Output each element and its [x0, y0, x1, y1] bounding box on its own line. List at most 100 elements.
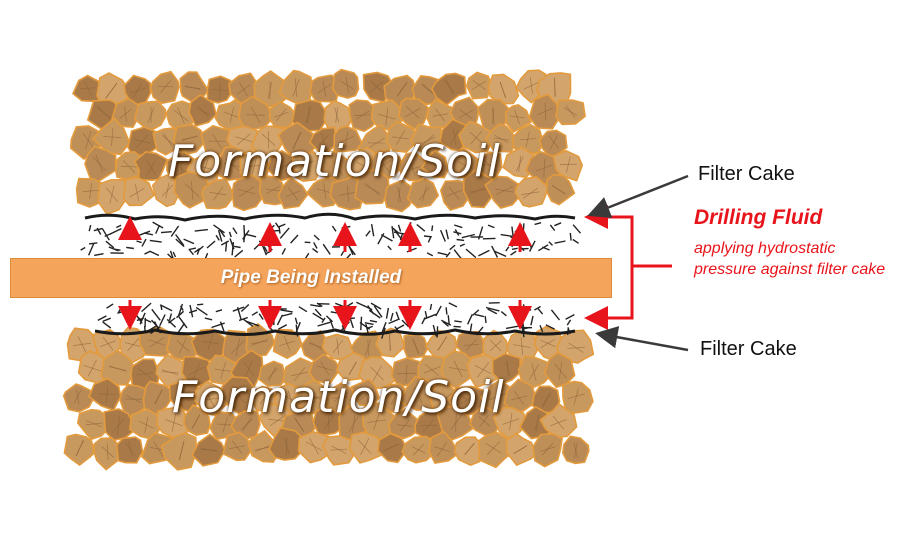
- soil-grain-facet: [298, 160, 314, 169]
- soil-grain-facet: [494, 134, 509, 144]
- soil-grain: [503, 378, 538, 413]
- fluid-particle: [231, 241, 235, 256]
- soil-grain-facet: [303, 396, 321, 399]
- fluid-particle: [234, 249, 244, 258]
- soil-grain-facet: [200, 397, 220, 401]
- soil-grain: [308, 353, 342, 385]
- soil-grain-facet: [373, 412, 380, 431]
- soil-grain: [556, 329, 595, 364]
- fluid-particle: [373, 305, 383, 318]
- soil-grain-facet: [209, 192, 227, 196]
- fluid-particle: [195, 306, 208, 316]
- soil-grain: [237, 95, 276, 133]
- soil-grain: [93, 437, 122, 471]
- soil-grain-facet: [276, 108, 287, 122]
- fluid-particle: [445, 251, 451, 258]
- soil-grain-facet: [330, 448, 348, 451]
- soil-grain-facet: [111, 128, 114, 146]
- soil-grain-facet: [513, 445, 528, 455]
- fluid-particle: [500, 233, 513, 237]
- fluid-particle: [465, 248, 477, 259]
- fluid-particle: [377, 233, 385, 245]
- fluid-particle: [431, 225, 434, 232]
- fluid-particle: [530, 315, 534, 326]
- soil-grain-facet: [332, 396, 348, 399]
- soil-grain-facet: [316, 188, 333, 194]
- fluid-particle: [220, 240, 230, 246]
- soil-grain: [291, 151, 321, 183]
- pipe-being-installed: Pipe Being Installed: [10, 258, 612, 298]
- fluid-particle: [213, 224, 225, 234]
- soil-grain-facet: [137, 368, 153, 380]
- soil-grain-facet: [364, 184, 381, 195]
- soil-grain: [133, 150, 169, 182]
- soil-grain: [91, 117, 131, 156]
- soil-grain-facet: [490, 339, 502, 352]
- fluid-particle: [423, 235, 432, 238]
- soil-grain: [491, 352, 522, 385]
- soil-grain-facet: [77, 336, 87, 353]
- fluid-particle: [278, 223, 286, 228]
- soil-grain: [268, 100, 299, 129]
- fluid-particle: [316, 302, 323, 308]
- soil-grain-facet: [431, 160, 444, 171]
- fluid-particle: [391, 226, 395, 239]
- fluid-particle: [369, 319, 378, 323]
- fluid-particle: [167, 253, 174, 260]
- soil-grain-facet: [124, 106, 127, 122]
- soil-grain: [160, 432, 198, 471]
- soil-grain: [485, 123, 517, 153]
- soil-grain-facet: [450, 129, 460, 145]
- soil-grain: [517, 355, 554, 392]
- fluid-particle: [505, 325, 520, 330]
- soil-grain-facet: [96, 106, 111, 119]
- fluid-particle: [429, 303, 433, 311]
- fluid-particle: [365, 230, 371, 237]
- fluid-particle: [515, 232, 519, 239]
- fluid-particle: [364, 322, 374, 326]
- soil-grain-facet: [469, 131, 483, 144]
- soil-grain-facet: [347, 185, 349, 203]
- fluid-particle: [396, 324, 405, 330]
- fluid-particle: [136, 240, 142, 244]
- soil-grain: [462, 169, 497, 209]
- soil-grain: [385, 120, 420, 153]
- fluid-particle: [459, 243, 465, 247]
- fluid-particle: [500, 311, 507, 317]
- soil-grain: [399, 376, 438, 412]
- fluid-particle: [340, 250, 345, 257]
- soil-grain-facet: [420, 134, 434, 147]
- soil-grain-facet: [179, 441, 185, 460]
- fluid-particle: [87, 243, 95, 256]
- soil-grain-facet: [432, 113, 448, 117]
- fluid-particle: [469, 323, 473, 333]
- fluid-particle: [511, 238, 517, 248]
- soil-grain: [322, 435, 356, 466]
- soil-grain: [247, 429, 280, 463]
- fluid-particle: [445, 229, 449, 240]
- fluid-particle: [435, 305, 442, 317]
- soil-grain: [561, 380, 594, 415]
- fluid-particle: [276, 314, 284, 326]
- fluid-particle: [141, 238, 147, 247]
- soil-grain-facet: [499, 81, 506, 99]
- fluid-particle: [341, 317, 355, 320]
- soil-grain-facet: [323, 415, 334, 430]
- soil-grain-facet: [84, 81, 92, 96]
- filter-cake-top-pointer: [587, 174, 689, 219]
- soil-grain-facet: [541, 442, 554, 456]
- soil-grain-facet: [86, 420, 103, 428]
- soil-grain: [377, 432, 409, 464]
- fluid-particle: [275, 222, 280, 228]
- fluid-particle: [449, 244, 456, 251]
- fluid-particle: [188, 248, 195, 256]
- fluid-particle: [166, 318, 177, 328]
- soil-grain-facet: [129, 87, 146, 94]
- fluid-particle: [426, 252, 434, 257]
- fluid-particle: [448, 302, 458, 308]
- fluid-particle: [395, 311, 400, 320]
- fluid-particle: [528, 240, 536, 252]
- soil-grain: [194, 380, 229, 417]
- fluid-particle: [461, 233, 475, 239]
- soil-grain: [291, 99, 330, 132]
